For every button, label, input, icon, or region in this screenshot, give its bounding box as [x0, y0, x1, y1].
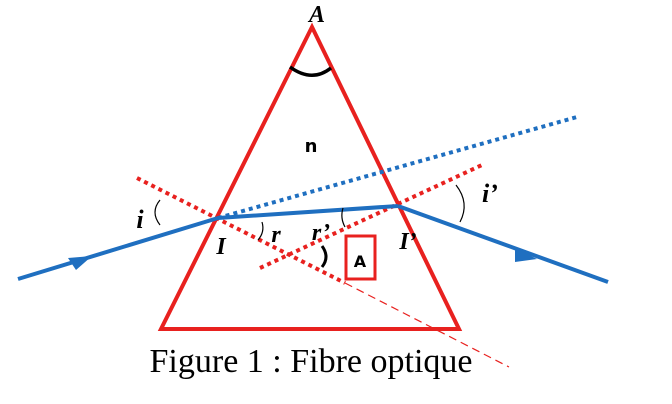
- refraction-angle-arc: [257, 221, 264, 241]
- boxed-angle-frame: [344, 234, 377, 281]
- apex-angle-arc: [288, 65, 333, 77]
- exit-point-label: I’: [398, 229, 416, 255]
- refraction-angle-label: r: [271, 222, 281, 248]
- inner-angle-label: r’: [312, 220, 330, 246]
- apex-label: A: [307, 2, 325, 28]
- emergent-ray: [397, 204, 609, 284]
- boxed-angle-label: A: [354, 252, 367, 271]
- incidence-angle-arc: [154, 199, 161, 226]
- refractive-index-label: n: [305, 136, 318, 157]
- inner-angle-arc: [341, 207, 346, 228]
- deviation-angle-mark: [320, 245, 328, 268]
- normal-line-entry: [136, 176, 346, 285]
- emergence-angle-arc: [455, 184, 465, 223]
- incidence-angle-label: i: [136, 205, 144, 234]
- refracted-ray: [217, 204, 399, 220]
- incident-ray-extension: [217, 115, 578, 220]
- normal-extension-dashed: [344, 282, 510, 368]
- normal-line-exit: [259, 163, 483, 270]
- incident-ray: [17, 216, 219, 281]
- prism-triangle: [157, 22, 463, 331]
- entry-point-label: I: [215, 234, 227, 260]
- emergence-angle-label: i’: [482, 179, 498, 208]
- emergent-ray-arrow: [515, 248, 537, 262]
- incident-ray-arrow: [68, 256, 92, 270]
- figure-caption: Figure 1 : Fibre optique: [150, 343, 473, 380]
